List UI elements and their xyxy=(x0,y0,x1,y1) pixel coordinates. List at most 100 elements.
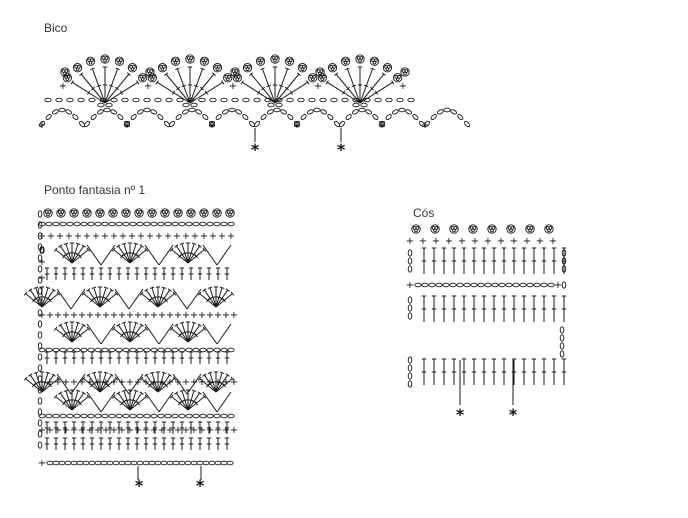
single-crochet: + xyxy=(206,377,214,388)
picot-loop xyxy=(215,67,220,71)
stitch-top xyxy=(167,373,172,377)
single-crochet: + xyxy=(164,231,172,242)
single-crochet: + xyxy=(399,81,407,92)
single-crochet: + xyxy=(200,231,208,242)
chain-stitch xyxy=(157,113,164,121)
stitch-bar xyxy=(266,84,271,88)
chain-stitch xyxy=(407,372,413,380)
chain-stitch xyxy=(547,282,555,288)
single-crochet: + xyxy=(378,120,386,131)
stitch-top xyxy=(191,389,197,392)
single-crochet: + xyxy=(70,425,78,436)
stitch-bar xyxy=(136,333,140,338)
picot-loop xyxy=(63,71,67,76)
stitch-bar xyxy=(364,84,369,88)
single-crochet: + xyxy=(70,377,78,388)
stitch-top xyxy=(225,288,230,292)
chain-stitch xyxy=(66,221,74,227)
picot-loop xyxy=(490,228,494,233)
chain-stitch xyxy=(164,221,172,227)
stitch-bar xyxy=(369,86,374,91)
chain-stitch xyxy=(498,282,506,288)
v-stitch xyxy=(70,288,86,310)
chain-stitch xyxy=(105,102,113,108)
picot xyxy=(157,63,168,73)
v-stitch xyxy=(86,244,102,266)
stitch-top xyxy=(172,376,177,381)
picot xyxy=(242,63,253,73)
stitch-bar xyxy=(194,84,199,88)
chain-stitch xyxy=(182,102,190,108)
stitch-bar xyxy=(194,333,198,338)
chain-stitch xyxy=(559,334,565,342)
stitch-bar xyxy=(172,90,176,95)
chain-stitch xyxy=(470,282,478,288)
picot-loop xyxy=(300,67,305,71)
single-crochet: + xyxy=(484,236,492,247)
single-crochet: + xyxy=(182,425,190,436)
picot xyxy=(506,224,516,234)
chain-stitch xyxy=(66,347,74,353)
single-crochet: + xyxy=(222,377,230,388)
stitch-top xyxy=(207,371,213,374)
chain-stitch xyxy=(136,413,144,419)
picot-loop xyxy=(287,60,292,65)
picot xyxy=(400,67,410,77)
stitch-bar xyxy=(204,90,208,95)
chain-stitch xyxy=(253,97,261,103)
chain-stitch xyxy=(414,282,422,288)
stitch-top xyxy=(103,371,109,374)
picot xyxy=(297,63,308,73)
chain-stitch xyxy=(561,265,567,273)
single-crochet: + xyxy=(86,425,94,436)
picot xyxy=(382,63,393,73)
v-stitch xyxy=(158,391,174,413)
picot xyxy=(170,56,181,66)
v-stitch xyxy=(158,244,174,266)
picot xyxy=(230,67,240,77)
picot xyxy=(85,56,96,66)
stitch-bar xyxy=(194,254,198,259)
single-crochet: + xyxy=(214,310,222,321)
stitch-top xyxy=(197,323,202,327)
v-stitch xyxy=(70,373,86,395)
chain-stitch xyxy=(206,413,214,419)
chain-stitch xyxy=(192,221,200,227)
single-crochet: + xyxy=(38,458,46,469)
stitch-top xyxy=(86,373,91,377)
chain-stitch xyxy=(385,97,393,103)
picot-loop xyxy=(318,71,322,76)
single-crochet: + xyxy=(421,120,429,131)
chain-stitch xyxy=(456,282,464,288)
chain-stitch xyxy=(561,257,567,265)
stitch-top xyxy=(90,67,95,71)
picot-loop xyxy=(124,212,128,217)
stitch-top xyxy=(149,286,155,289)
single-crochet: + xyxy=(110,425,118,436)
picot xyxy=(255,56,266,66)
chain-stitch xyxy=(79,120,85,128)
single-crochet: + xyxy=(198,377,206,388)
stitch-top xyxy=(197,291,202,296)
single-crochet: + xyxy=(142,377,150,388)
stitch-top xyxy=(381,72,386,76)
repeat-marker: * xyxy=(135,476,144,495)
chain-stitch xyxy=(87,221,95,227)
stitch-top xyxy=(230,291,235,296)
stitch-top xyxy=(23,291,28,296)
stitch-top xyxy=(197,244,202,248)
chain-stitch xyxy=(220,347,228,353)
single-crochet: + xyxy=(406,280,414,291)
single-crochet: + xyxy=(190,310,198,321)
chain-stitch xyxy=(407,304,413,312)
picot-loop xyxy=(233,71,237,76)
chain-stitch xyxy=(37,342,43,350)
stitch-bar xyxy=(78,254,82,259)
stitch-top xyxy=(53,247,58,252)
single-crochet: + xyxy=(92,231,100,242)
stitch-bar xyxy=(96,84,101,88)
picot xyxy=(173,208,183,218)
chain-stitch xyxy=(365,109,373,115)
chain-stitch xyxy=(39,120,45,128)
picot-loop xyxy=(202,212,206,217)
